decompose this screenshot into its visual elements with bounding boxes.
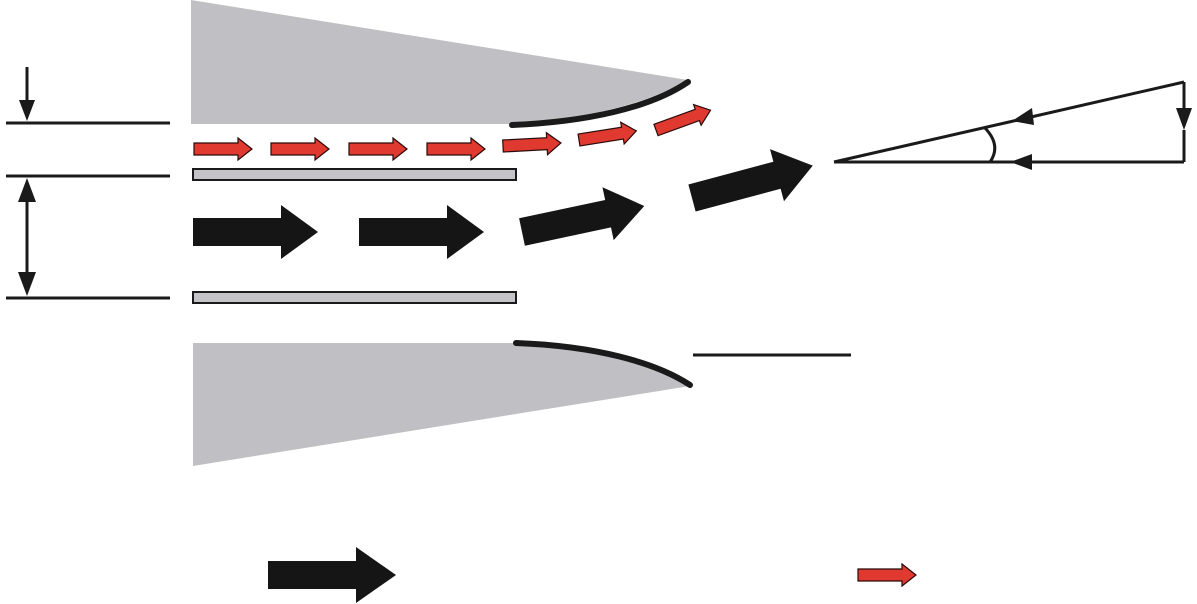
secondary-flow-arrow-icon [502,131,562,156]
upper-nozzle-lip [509,79,691,128]
secondary-flow-arrow-icon [193,136,253,162]
primary-flow-arrow-icon [359,205,484,259]
triangle-vertical-arrow-head-icon [1176,108,1192,130]
inner-plate-bottom [192,291,517,304]
primary-arrow-2 [359,205,484,259]
upper-nozzle-body [191,0,688,124]
secondary-arrow-1 [193,136,253,162]
secondary-arrow-2 [270,136,330,162]
secondary-flow-arrow-icon [577,121,638,147]
primary-arrow-4 [688,149,813,212]
angle-arc [982,125,997,163]
secondary-flow-arrow-icon [348,136,408,162]
triangle-hypotenuse [833,80,1185,164]
gap-arrow-head-icon [19,100,35,121]
primary-flow-arrows [193,149,813,259]
secondary-flow-arrow-icon [270,136,330,162]
primary-arrow-3 [519,187,645,246]
secondary-arrow-5 [502,131,562,156]
secondary-flow-arrow-icon [653,103,712,137]
base-arrow-head-icon [1010,154,1032,170]
secondary-arrow-7 [653,103,712,137]
lower-nozzle-lip [513,340,693,388]
primary-arrow-1 [193,205,318,259]
hypotenuse-arrow-head-icon [1012,108,1034,125]
legend-primary-arrow [268,547,396,603]
primary-flow-arrow-icon [688,149,813,212]
inner-plate-top [192,168,517,181]
lower-nozzle-body [193,343,690,466]
primary-flow-arrow-icon [519,187,645,246]
height-arrow-head-up-icon [18,178,36,202]
secondary-arrow-3 [348,136,408,162]
secondary-flow-arrow-icon [857,562,917,588]
legend-secondary-arrow [857,562,917,588]
primary-flow-arrow-icon [193,205,318,259]
angle-triangle [833,80,1186,164]
secondary-arrow-4 [426,136,486,162]
primary-flow-arrow-icon [268,547,396,603]
height-arrow-head-down-icon [18,272,36,296]
secondary-flow-arrows [193,103,712,162]
secondary-flow-arrow-icon [426,136,486,162]
secondary-arrow-6 [577,121,638,147]
